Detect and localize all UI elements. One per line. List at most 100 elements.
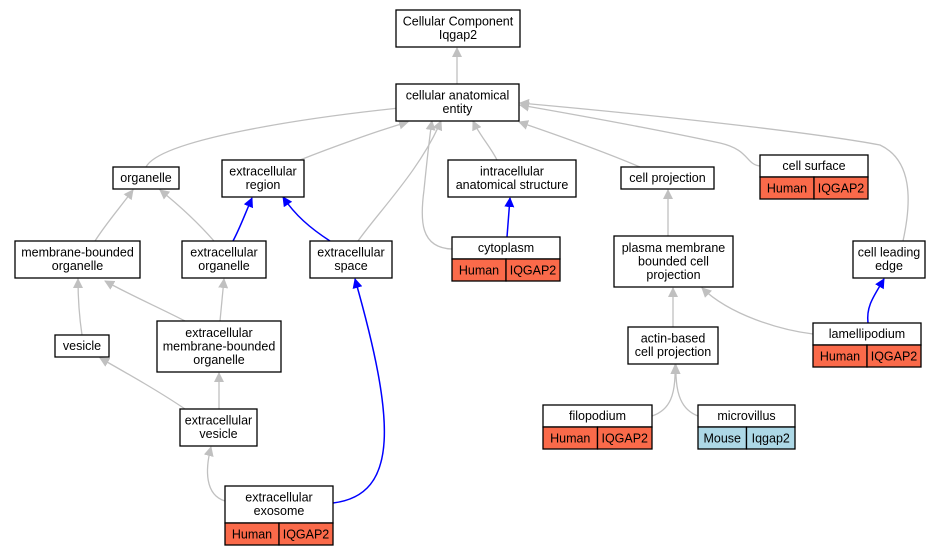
node-box	[156, 320, 282, 373]
node-label: extracellular	[317, 246, 384, 260]
node-label: vesicle	[63, 339, 101, 353]
gene-cell-bg	[596, 426, 653, 450]
node-label: lamellipodium	[829, 327, 905, 341]
edge-ecspace-to-ecregion	[282, 196, 331, 242]
node-label: microvillus	[717, 409, 775, 423]
edges-layer	[73, 47, 909, 504]
node-organelle[interactable]: organelle	[112, 166, 180, 190]
gene-cell: IQGAP2	[818, 182, 865, 196]
gene-cell-bg	[745, 426, 796, 450]
species-cell: Human	[767, 182, 807, 196]
edge-cle-to-cae	[519, 98, 909, 242]
edge-exosome-to-ecspace	[332, 278, 386, 504]
node-label: extracellular	[185, 414, 252, 428]
node-label: organelle	[52, 259, 103, 273]
species-cell: Mouse	[703, 432, 741, 446]
node-label: projection	[646, 268, 700, 282]
node-label: space	[334, 259, 367, 273]
edge-filopodium-to-abcp	[651, 364, 681, 417]
node-box	[395, 83, 520, 122]
node-label: extracellular	[190, 246, 257, 260]
node-label: anatomical structure	[456, 178, 569, 192]
node-box	[627, 326, 719, 365]
node-box	[620, 166, 715, 190]
node-label: Iqgap2	[439, 28, 477, 42]
node-box	[181, 240, 267, 279]
node-label: cell leading	[858, 246, 921, 260]
node-label: membrane-bounded	[21, 246, 134, 260]
species-cell: Human	[232, 528, 272, 542]
node-box	[852, 240, 926, 279]
node-label: Cellular Component	[403, 15, 514, 29]
edge-vesicle-to-mbo	[73, 278, 84, 336]
edge-microvillus-to-abcp	[670, 364, 699, 417]
edge-cellsurface-to-cae	[519, 101, 761, 167]
gene-cell-bg	[813, 176, 869, 200]
node-box	[14, 240, 141, 279]
node-box	[395, 9, 521, 48]
node-label: edge	[875, 259, 903, 273]
gene-cell: IQGAP2	[871, 350, 918, 364]
node-box	[54, 334, 110, 358]
edge-exosome-to-ecvesicle	[203, 446, 226, 502]
edge-mbo-to-organelle	[94, 189, 134, 242]
edge-ecregion-to-cae	[299, 119, 409, 161]
node-label: cell projection	[629, 171, 705, 185]
node-label: filopodium	[569, 409, 626, 423]
node-label: exosome	[254, 504, 305, 518]
edge-ecmbo-to-mbo	[104, 280, 186, 322]
edge-organelle-to-cae	[145, 102, 410, 168]
node-label: organelle	[198, 259, 249, 273]
gene-cell: IQGAP2	[283, 528, 330, 542]
node-label: bounded cell	[638, 254, 709, 268]
node-label: membrane-bounded	[163, 339, 276, 353]
edge-cytoplasm-to-cae	[421, 120, 453, 250]
species-cell: Human	[459, 264, 499, 278]
node-label: organelle	[120, 171, 171, 185]
node-box	[224, 485, 334, 524]
species-badge: Human IQGAP2	[224, 522, 334, 546]
gene-cell: IQGAP2	[601, 432, 648, 446]
edge-ecmbo-to-ecorg	[218, 278, 229, 322]
node-label: cell projection	[635, 345, 711, 359]
node-label: vesicle	[199, 427, 237, 441]
node-vesicle[interactable]: vesicle	[54, 334, 110, 358]
node-box	[221, 159, 305, 198]
edge-ecorg-to-ecregion	[232, 197, 253, 242]
gene-cell: Iqgap2	[752, 432, 790, 446]
species-cell: Human	[550, 432, 590, 446]
edge-lamellipodium-to-cle	[866, 278, 885, 324]
node-box	[179, 408, 258, 447]
edge-ecorg-to-organelle	[159, 189, 215, 242]
node-label: cell surface	[782, 159, 845, 173]
species-badge: Human IQGAP2	[759, 176, 869, 200]
node-label: plasma membrane	[622, 241, 726, 255]
edge-ias-to-cae	[472, 120, 498, 161]
node-box	[112, 166, 180, 190]
node-label: actin-based	[641, 332, 706, 346]
node-cellproj[interactable]: cell projection	[620, 166, 715, 190]
node-label: extracellular	[185, 326, 252, 340]
gene-cell: IQGAP2	[510, 264, 557, 278]
